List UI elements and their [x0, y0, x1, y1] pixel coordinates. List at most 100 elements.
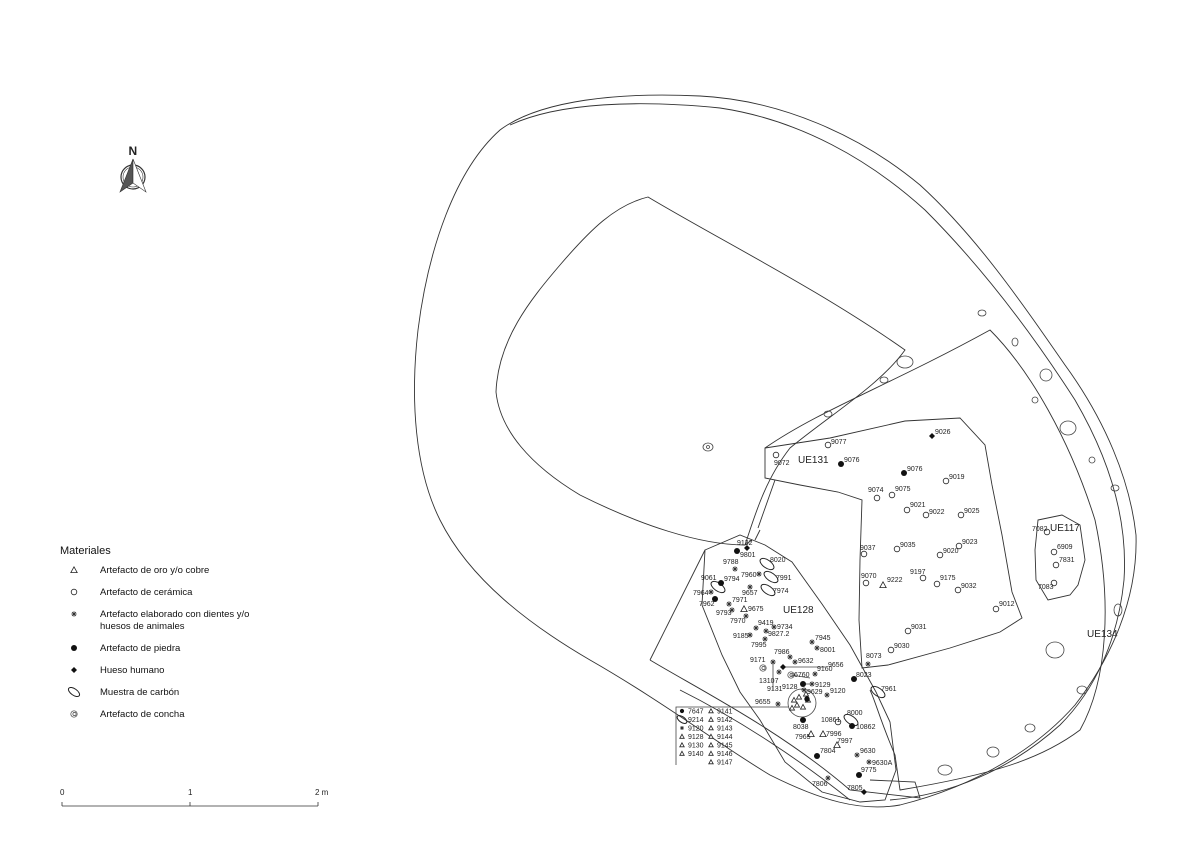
triangle-icon — [708, 733, 714, 739]
find-label: 6909 — [1057, 544, 1073, 551]
circle-icon — [887, 646, 895, 654]
find-label: 9128 — [782, 684, 798, 691]
asterisk-icon — [775, 701, 781, 707]
triangle-icon — [833, 740, 841, 748]
find-cluster-circle — [787, 688, 817, 718]
ue134-east-zone-outline — [764, 329, 1106, 791]
triangle-icon — [802, 690, 810, 697]
find-asterisk-marker: 8073 — [865, 653, 882, 667]
triangle-icon — [790, 696, 798, 703]
asterisk-icon — [809, 681, 815, 687]
find-label: 9074 — [868, 487, 884, 494]
dot-icon — [712, 596, 718, 602]
find-label: 9012 — [999, 601, 1015, 608]
find-label: 13107 — [759, 678, 779, 685]
find-label: 9794 — [724, 576, 740, 583]
find-label: 9129 — [815, 682, 831, 689]
legend-item-label: Muestra de carbón — [100, 687, 180, 698]
circle-icon — [919, 574, 927, 582]
find-asterisk-marker: 9630A — [866, 759, 893, 767]
find-label: 9072 — [774, 460, 790, 467]
find-label: 6760 — [794, 672, 810, 679]
dot-icon — [734, 548, 740, 554]
find-asterisk-marker: 7960 — [741, 571, 762, 579]
find-asterisk-marker: 7970 — [730, 613, 749, 625]
find-circle-marker: 9019 — [942, 474, 965, 485]
find-label: 9026 — [935, 429, 951, 436]
asterisk-icon — [756, 571, 762, 577]
ellipse-icon — [760, 583, 776, 597]
find-label: 8001 — [820, 647, 836, 654]
find-label: 7995 — [751, 642, 767, 649]
find-label: 9120 — [830, 688, 846, 695]
find-label: 7962 — [699, 601, 715, 608]
find-asterisk-marker: 7986 — [774, 649, 793, 660]
find-label: 9076 — [907, 466, 923, 473]
dot-icon — [800, 717, 806, 723]
asterisk-icon — [866, 759, 872, 765]
spiral-icon — [70, 710, 78, 718]
ellipse-icon — [763, 570, 779, 584]
find-label: 9657 — [742, 590, 758, 597]
find-diamond-marker: 9026 — [929, 429, 951, 439]
triangle-icon — [70, 565, 78, 573]
find-label: 7965 — [795, 734, 811, 741]
legend-item: Muestra de carbón — [60, 687, 320, 699]
ellipse-icon — [676, 715, 688, 724]
find-asterisk-marker: 9734 — [771, 624, 793, 631]
find-circle-marker: 9020 — [936, 548, 959, 559]
asterisk-icon — [824, 692, 830, 698]
scale-tick-0: 0 — [60, 788, 65, 797]
circle-icon — [933, 580, 941, 588]
north-arrow: N — [119, 144, 147, 193]
find-asterisk-marker: 7995 — [751, 636, 768, 649]
find-asterisk-marker: 9185 — [733, 632, 753, 640]
legend-item: Artefacto de oro y/o cobre — [60, 565, 320, 577]
find-diamond-marker: 7805 — [847, 785, 867, 795]
circle-icon — [888, 491, 896, 499]
ellipse-icon — [843, 713, 859, 727]
find-circle-marker: 9197 — [910, 569, 927, 582]
find-asterisk-marker: 7971 — [726, 597, 748, 607]
circle-icon — [824, 441, 832, 449]
find-ellipse-marker: 8020 — [759, 557, 786, 571]
find-circle-marker: 9075 — [888, 486, 911, 499]
find-ellipse-marker: 7974 — [760, 583, 789, 597]
find-asterisk-marker: 8001 — [814, 645, 836, 654]
find-circle-marker: 9077 — [824, 439, 847, 449]
find-circle-marker: 9030 — [887, 643, 910, 654]
asterisk-icon — [792, 659, 798, 665]
dot-icon — [679, 708, 685, 714]
find-ellipse-marker: 8000 — [843, 710, 863, 727]
find-label: 9630 — [860, 748, 876, 755]
asterisk-icon — [812, 671, 818, 677]
leader-lines — [772, 662, 825, 690]
asterisk-icon — [71, 611, 77, 617]
diamond-icon — [861, 789, 867, 795]
find-label: 9656 — [828, 662, 844, 669]
find-label: 7082 — [1032, 526, 1048, 533]
find-triangle-marker: 7996 — [819, 729, 842, 738]
legend-item: Hueso humano — [60, 665, 320, 677]
asterisk-icon — [854, 752, 860, 758]
find-label: 9035 — [900, 542, 916, 549]
find-circle-marker: 7083 — [1038, 579, 1058, 591]
find-label: 9175 — [940, 575, 956, 582]
find-dot-marker: 7804 — [814, 748, 836, 759]
circle-icon — [936, 551, 944, 559]
legend-item-label: Artefacto de piedra — [100, 643, 181, 654]
find-dot-marker: 9801 — [734, 548, 756, 559]
legend-item: Artefacto de concha — [60, 709, 320, 721]
find-label: 7986 — [774, 649, 790, 656]
triangle-icon — [708, 716, 714, 722]
ellipse-icon — [870, 685, 886, 699]
find-label: 9827.2 — [768, 631, 790, 638]
find-label: 8020 — [770, 557, 786, 564]
find-label: 9222 — [887, 577, 903, 584]
dot-icon — [838, 461, 844, 467]
dot-icon — [901, 470, 907, 476]
find-spiral-marker: 6760 — [787, 671, 810, 679]
find-asterisk-marker: 7945 — [809, 635, 831, 645]
find-label: 9788 — [723, 559, 739, 566]
